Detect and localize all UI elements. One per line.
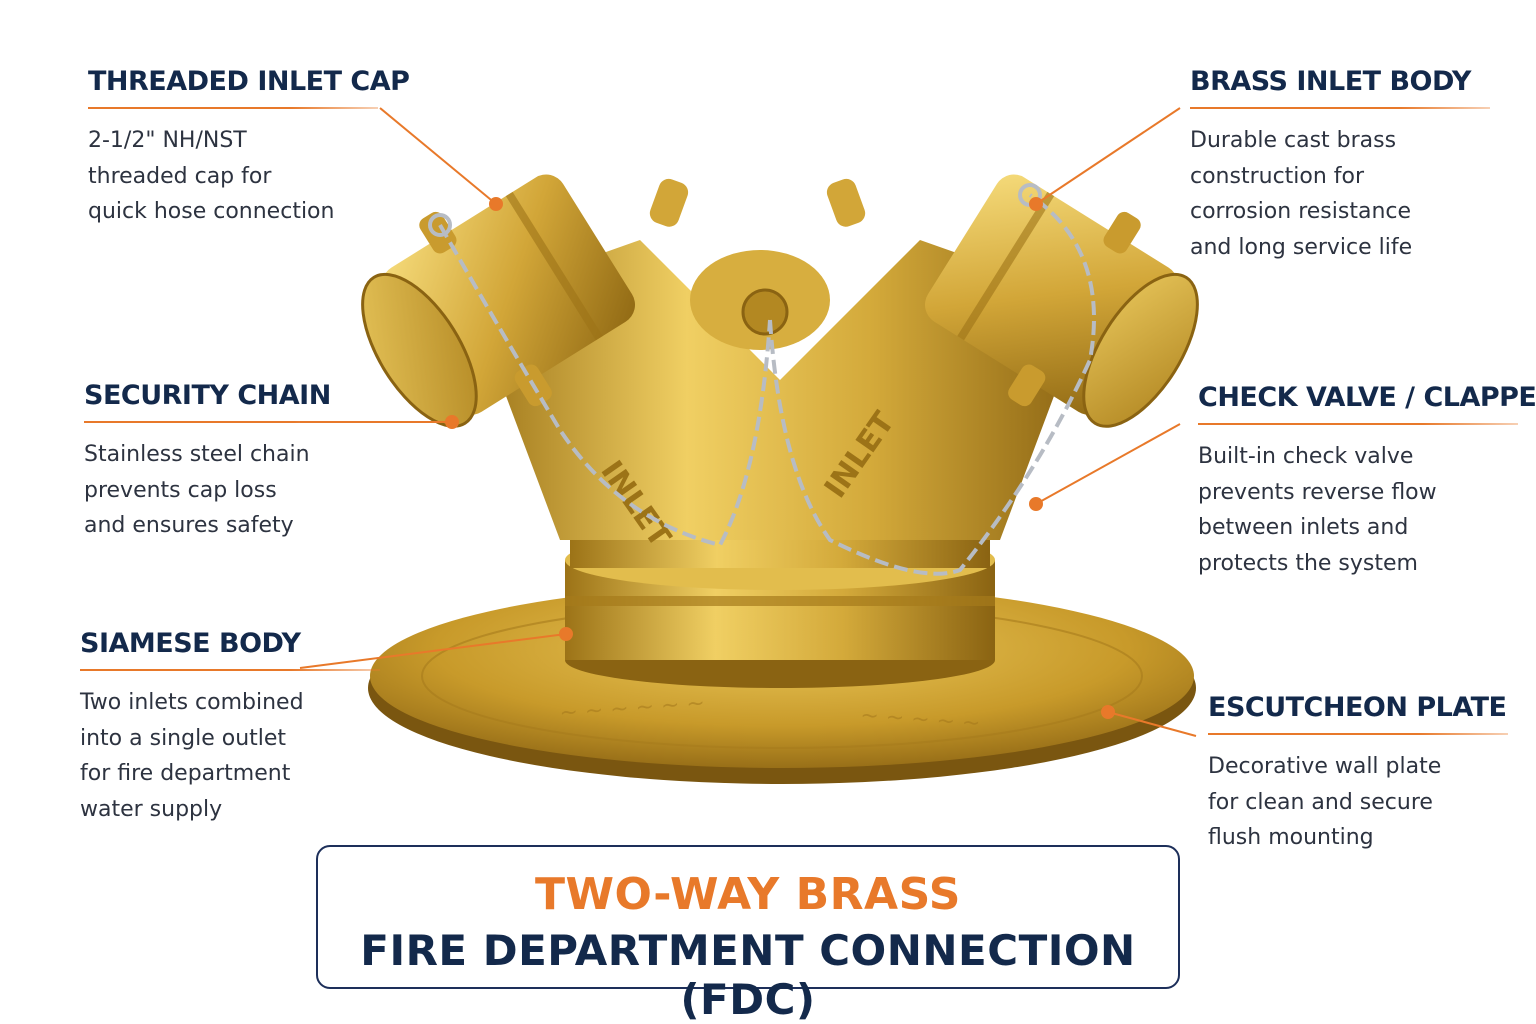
callout-threaded-inlet-cap: THREADED INLET CAP 2-1/2" NH/NST threade… xyxy=(88,66,410,230)
left-lug xyxy=(649,178,689,227)
callout-brass-inlet-body: BRASS INLET BODY Durable cast brass cons… xyxy=(1190,66,1490,265)
leader-escutcheon-plate xyxy=(1107,711,1197,737)
callout-rule xyxy=(80,669,380,671)
leader-siamese-body xyxy=(299,633,567,669)
callout-security-chain: SECURITY CHAIN Stainless steel chain pre… xyxy=(84,380,384,544)
callout-title: SIAMESE BODY xyxy=(80,628,301,659)
callout-rule xyxy=(1208,733,1508,735)
callout-title: THREADED INLET CAP xyxy=(88,66,410,97)
outlet-collar xyxy=(565,520,995,688)
callout-rule xyxy=(1198,423,1518,425)
callout-rule xyxy=(88,107,378,109)
title-line-2: FIRE DEPARTMENT CONNECTION (FDC) xyxy=(360,926,1136,1024)
callout-check-valve: CHECK VALVE / CLAPPER Built-in check val… xyxy=(1198,382,1536,581)
title-box: TWO-WAY BRASS FIRE DEPARTMENT CONNECTION… xyxy=(316,845,1180,1024)
right-inlet-cap xyxy=(924,174,1199,428)
callout-body: 2-1/2" NH/NST threaded cap for quick hos… xyxy=(88,128,335,224)
callout-body: Two inlets combined into a single outlet… xyxy=(80,690,304,822)
callout-title: BRASS INLET BODY xyxy=(1190,66,1471,97)
callout-body: Durable cast brass construction for corr… xyxy=(1190,128,1413,260)
callout-escutcheon-plate: ESCUTCHEON PLATE Decorative wall plate f… xyxy=(1208,692,1508,856)
title-line-1: TWO-WAY BRASS xyxy=(534,869,961,920)
right-lug xyxy=(826,178,866,227)
callout-title: ESCUTCHEON PLATE xyxy=(1208,692,1507,723)
leader-brass-inlet-body xyxy=(1035,107,1181,205)
callout-title: CHECK VALVE / CLAPPER xyxy=(1198,382,1536,413)
security-chain xyxy=(428,183,1096,576)
leader-check-valve xyxy=(1035,423,1181,505)
callout-rule xyxy=(1190,107,1490,109)
callout-siamese-body: SIAMESE BODY Two inlets combined into a … xyxy=(80,628,380,827)
callout-body: Decorative wall plate for clean and secu… xyxy=(1208,754,1442,850)
callout-title: SECURITY CHAIN xyxy=(84,380,331,411)
leader-threaded-inlet-cap xyxy=(379,107,497,205)
callout-body: Stainless steel chain prevents cap loss … xyxy=(84,442,310,538)
callout-rule xyxy=(84,421,384,423)
callout-body: Built-in check valve prevents reverse fl… xyxy=(1198,444,1437,576)
